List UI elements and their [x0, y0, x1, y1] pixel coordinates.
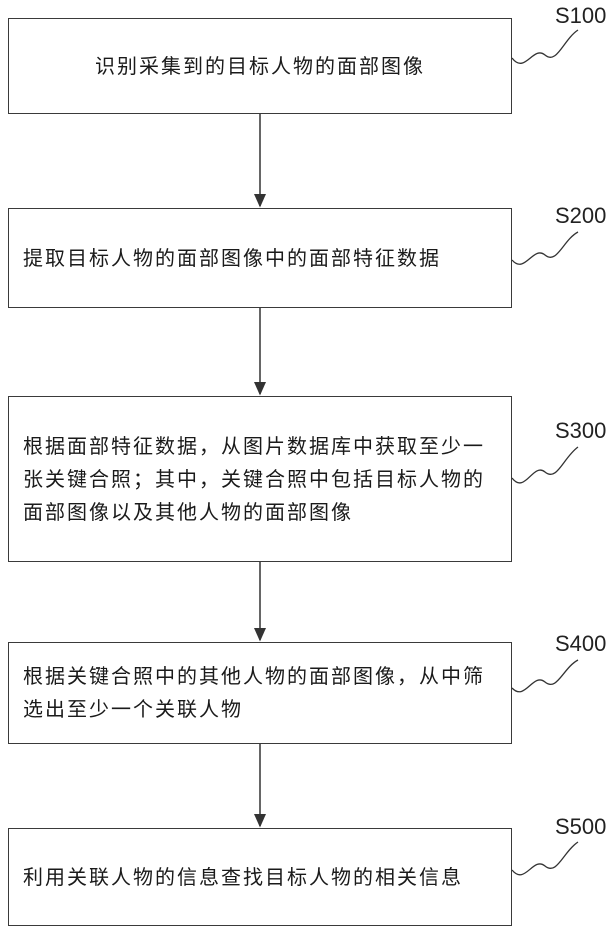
leader-line-s200 [512, 232, 578, 264]
leader-line-s100 [512, 30, 578, 63]
step-label-s400: S400 [555, 631, 606, 657]
step-label-s500: S500 [555, 814, 606, 840]
step-box-s300: 根据面部特征数据，从图片数据库中获取至少一张关键合照；其中，关键合照中包括目标人… [8, 396, 512, 562]
step-text-s200: 提取目标人物的面部图像中的面部特征数据 [9, 242, 511, 275]
step-box-s200: 提取目标人物的面部图像中的面部特征数据 [8, 208, 512, 308]
leader-line-s300 [512, 447, 578, 483]
step-text-s100: 识别采集到的目标人物的面部图像 [9, 50, 511, 83]
leader-line-s500 [512, 842, 578, 875]
leader-line-s400 [512, 660, 578, 692]
step-text-s500: 利用关联人物的信息查找目标人物的相关信息 [9, 861, 511, 894]
step-text-s300: 根据面部特征数据，从图片数据库中获取至少一张关键合照；其中，关键合照中包括目标人… [9, 430, 511, 529]
step-label-s100: S100 [555, 3, 606, 29]
step-label-s300: S300 [555, 418, 606, 444]
step-box-s100: 识别采集到的目标人物的面部图像 [8, 18, 512, 114]
step-text-s400: 根据关键合照中的其他人物的面部图像，从中筛选出至少一个关联人物 [9, 660, 511, 726]
step-box-s500: 利用关联人物的信息查找目标人物的相关信息 [8, 828, 512, 926]
step-label-s200: S200 [555, 203, 606, 229]
step-box-s400: 根据关键合照中的其他人物的面部图像，从中筛选出至少一个关联人物 [8, 642, 512, 744]
